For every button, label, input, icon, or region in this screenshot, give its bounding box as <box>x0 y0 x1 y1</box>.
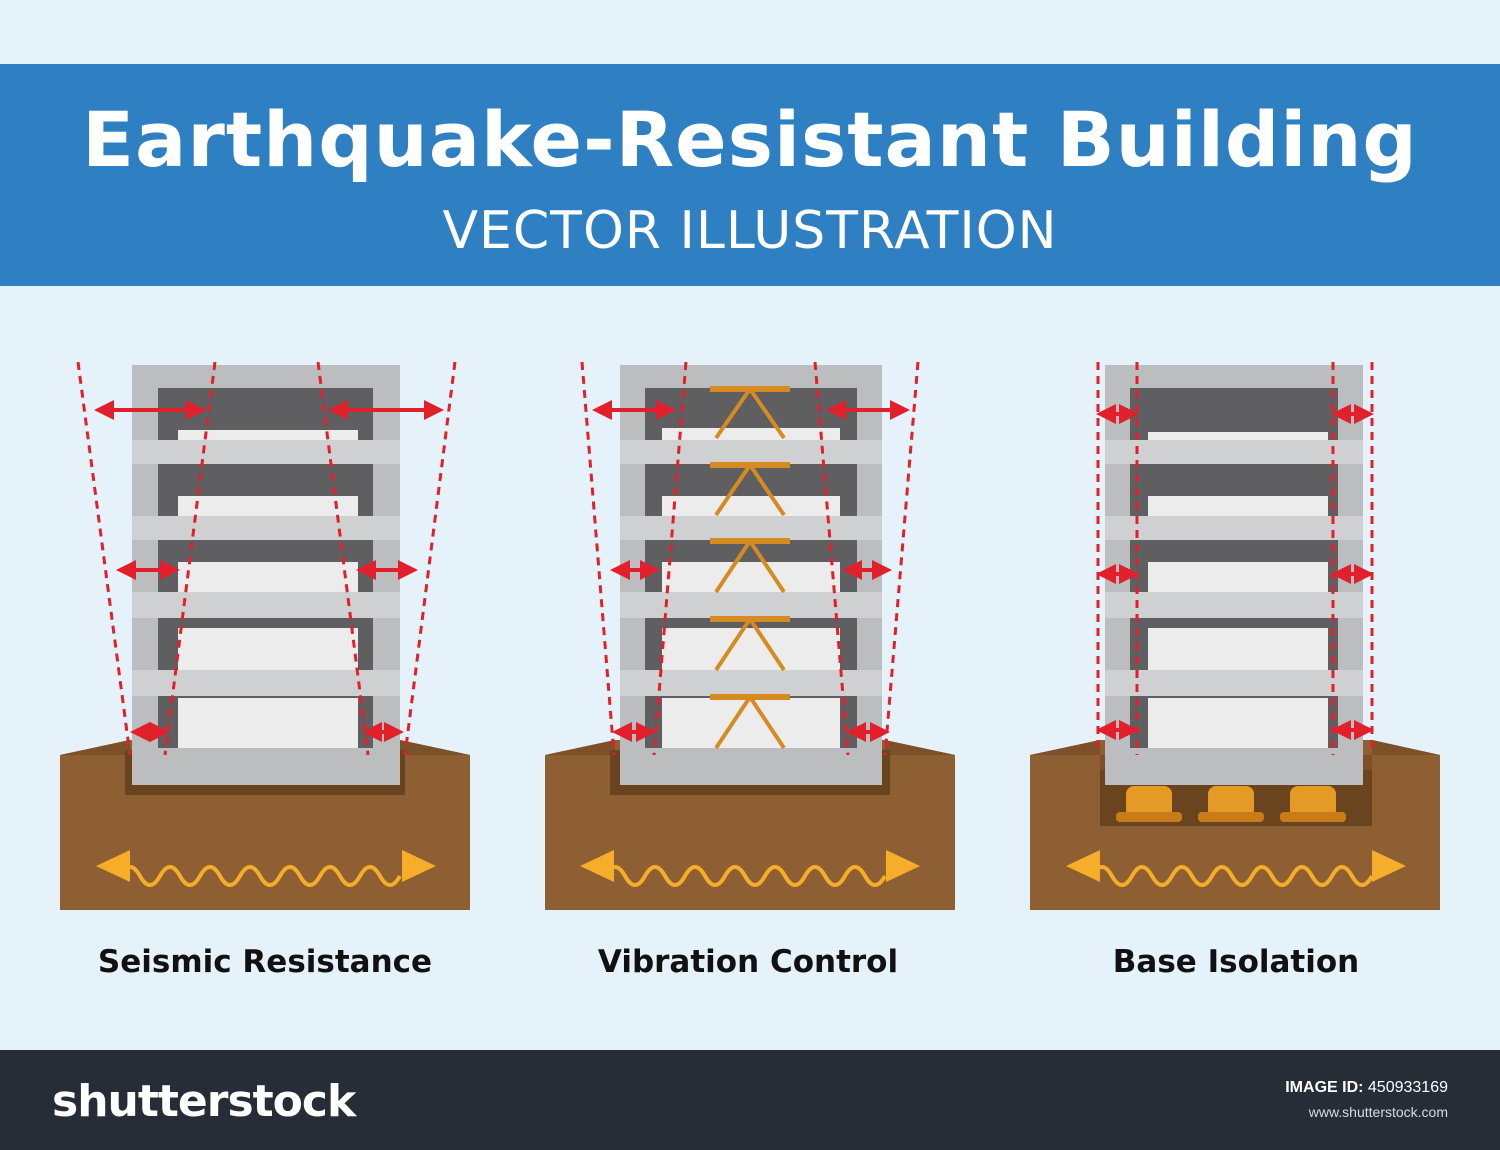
ground-shake-arrow <box>96 850 436 887</box>
building-frame <box>1105 365 1363 785</box>
seismic-resistance-building-icon <box>60 361 470 910</box>
damper-braces <box>710 386 790 750</box>
vibration-control-building-icon <box>545 361 955 910</box>
deflection-lines <box>1096 362 1374 755</box>
drift-arrows <box>94 400 444 742</box>
site-url: www.shutterstock.com <box>1308 1104 1448 1120</box>
image-meta: IMAGE ID: 450933169 www.shutterstock.com <box>1285 1076 1448 1124</box>
drift-arrows <box>592 400 910 742</box>
caption-vibration-control: Vibration Control <box>597 944 899 980</box>
image-id-label: IMAGE ID: <box>1285 1079 1364 1096</box>
isolator-bearings <box>1116 786 1346 822</box>
caption-seismic-resistance: Seismic Resistance <box>97 944 433 980</box>
building-frame <box>620 365 882 785</box>
building-frame <box>132 365 400 785</box>
ground-shake-arrow <box>1066 850 1406 887</box>
footer-bar: shutterstock IMAGE ID: 450933169 www.shu… <box>0 1050 1500 1150</box>
image-id-row: IMAGE ID: 450933169 <box>1285 1076 1448 1100</box>
page-subtitle: VECTOR ILLUSTRATION <box>442 201 1058 261</box>
base-isolation-building-icon <box>1030 362 1440 910</box>
ground-shake-arrow <box>580 850 920 887</box>
deflection-lines <box>580 361 920 756</box>
brand-logo: shutterstock <box>52 1076 356 1127</box>
page-title: Earthquake-Resistant Building <box>82 95 1418 184</box>
deflection-lines <box>76 361 457 756</box>
drift-arrows <box>1096 404 1374 740</box>
building-diagrams <box>60 361 1440 910</box>
title-banner: Earthquake-Resistant Building VECTOR ILL… <box>0 64 1500 286</box>
caption-base-isolation: Base Isolation <box>1112 944 1360 980</box>
image-id-value: 450933169 <box>1367 1079 1448 1096</box>
